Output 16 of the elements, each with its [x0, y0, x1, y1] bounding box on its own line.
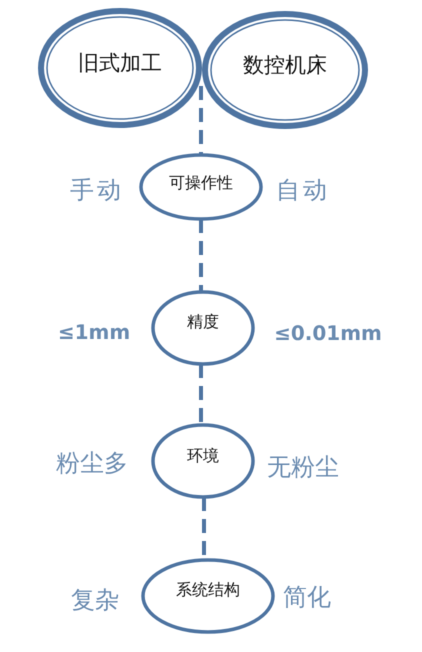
ellipse-node: 系统结构: [141, 558, 275, 634]
ellipse-node: 精度: [151, 290, 255, 366]
comparison-label: 手动: [70, 178, 124, 202]
ellipse-node: 数控机床: [202, 11, 368, 129]
ellipse-node: 环境: [151, 423, 255, 499]
dashed-connector: [199, 86, 203, 155]
ellipse-node: 可操作性: [139, 153, 263, 221]
comparison-label: 自动: [276, 178, 330, 202]
comparison-label: 粉尘多: [56, 451, 128, 475]
comparison-label: ≤1mm: [58, 322, 130, 342]
comparison-label: 无粉尘: [267, 455, 339, 479]
comparison-label: 复杂: [71, 588, 119, 612]
ellipse-node: 旧式加工: [38, 8, 202, 128]
dashed-connector: [199, 219, 203, 292]
comparison-label: ≤0.01mm: [274, 323, 382, 343]
comparison-label: 简化: [283, 585, 331, 609]
